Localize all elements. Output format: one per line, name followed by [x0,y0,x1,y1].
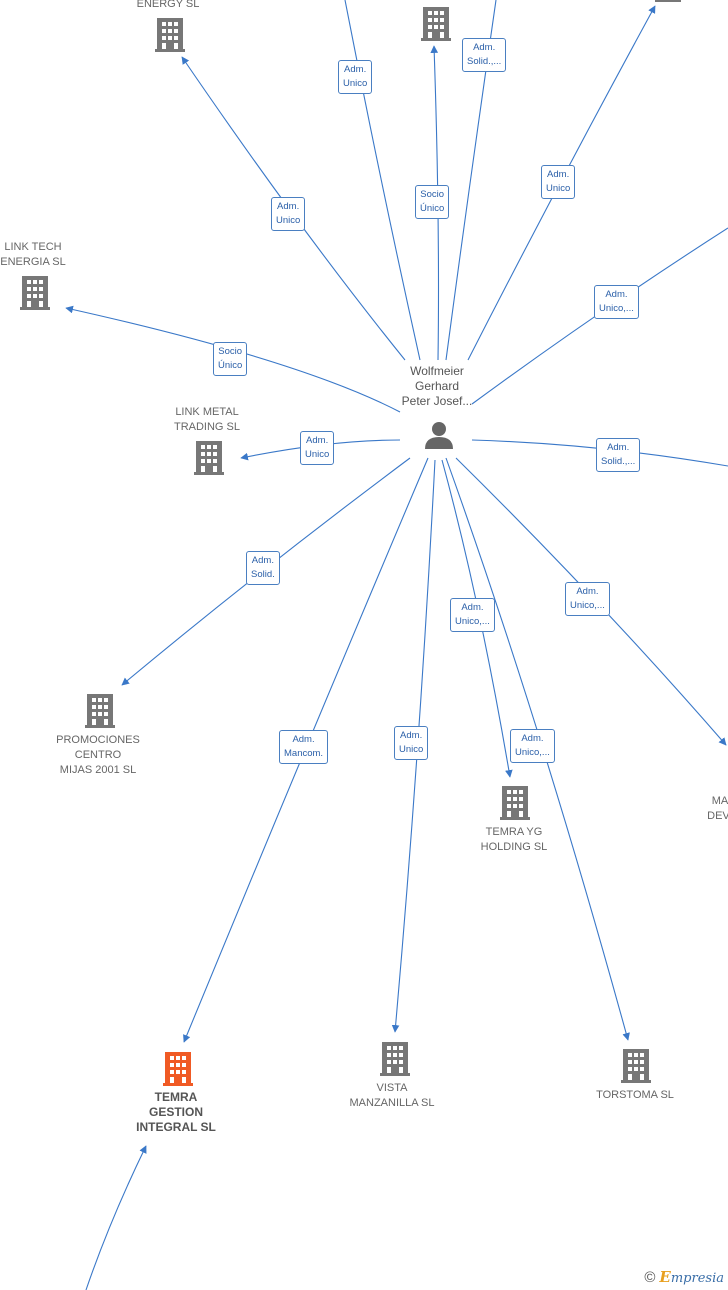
building-icon-top-right-fragment [655,0,681,2]
copyright-symbol: © [644,1268,656,1286]
company-label-link-tech[interactable]: LINK TECH ENERGIA SL [0,241,66,268]
edge-label-adm-mancom-temra-gestion[interactable]: Adm. Mancom. [279,730,329,764]
edge-label-socio-unico-top[interactable]: Socio Único [415,185,450,219]
edge-label-adm-unico-energy[interactable]: Adm. Unico [271,197,306,231]
company-label-energy[interactable]: ENERGY SL [136,0,200,10]
edge-label-adm-unico-top-right[interactable]: Adm. Unico [541,165,576,199]
edge-label-socio-unico-link-tech[interactable]: Socio Único [213,342,248,376]
edge-label-adm-solid-promociones[interactable]: Adm. Solid. [246,551,280,585]
edge-label-adm-unico-vista[interactable]: Adm. Unico [394,726,429,760]
company-label-temra-yg[interactable]: TEMRA YG HOLDING SL [480,826,548,853]
person-icon[interactable] [425,422,453,449]
company-label-vista[interactable]: VISTA MANZANILLA SL [349,1082,435,1109]
edge-label-adm-solid-top[interactable]: Adm. Solid.,... [462,38,507,72]
company-label-promociones[interactable]: PROMOCIONES CENTRO MIJAS 2001 SL [56,734,140,776]
edge-bottom-incoming [85,1145,147,1290]
company-label-temra-gestion[interactable]: TEMRA GESTION INTEGRAL SL [136,1090,216,1134]
edge-label-adm-unico-link-metal[interactable]: Adm. Unico [300,431,335,465]
edge-label-adm-unico-right-upper[interactable]: Adm. Unico,... [594,285,639,319]
company-icons [20,0,681,1086]
edge-link-tech [65,305,401,413]
edge-label-adm-unico-temra-yg[interactable]: Adm. Unico,... [450,598,495,632]
edge-label-adm-unico-torstoma[interactable]: Adm. Unico,... [510,729,555,763]
edge-label-adm-unico-top[interactable]: Adm. Unico [338,60,373,94]
edge-label-adm-solid-right-mid[interactable]: Adm. Solid.,... [596,438,641,472]
footer-brand: © Empresia [644,1268,724,1286]
edge-label-adm-unico-ma-devi[interactable]: Adm. Unico,... [565,582,610,616]
person-label[interactable]: Wolfmeier Gerhard Peter Josef... [401,364,473,408]
company-label-ma-devi[interactable]: MA DEVI [707,795,728,822]
brand-logo: Empresia [659,1268,724,1286]
edge-top-mid-left [344,0,421,361]
company-label-link-metal[interactable]: LINK METAL TRADING SL [173,406,240,433]
company-label-torstoma[interactable]: TORSTOMA SL [596,1089,674,1101]
